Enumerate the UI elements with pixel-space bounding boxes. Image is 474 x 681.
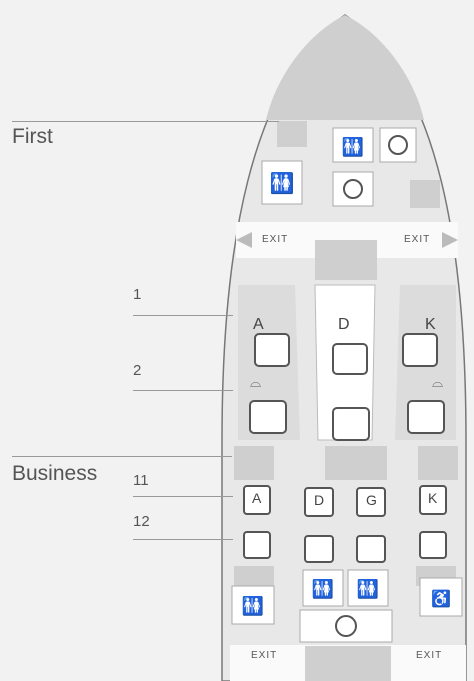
center-closet-upper	[315, 240, 377, 280]
lavatory-icon: 🚻	[270, 171, 295, 195]
seat-12g[interactable]	[356, 535, 386, 563]
lavatory-first-center	[332, 127, 374, 163]
seat-letter-business-g: G	[366, 492, 377, 508]
lavatory-rear-left	[231, 585, 275, 625]
nose-area	[266, 15, 424, 120]
first-cabin-rule	[12, 121, 279, 122]
seat-letter-business-d: D	[314, 492, 325, 508]
row-label-12: 12	[133, 513, 150, 530]
seat-letter-business-k: K	[428, 490, 438, 506]
seat-1a[interactable]	[254, 333, 290, 367]
seat-11k[interactable]	[419, 485, 447, 515]
business-right-bulkhead	[418, 446, 458, 480]
seat-1k[interactable]	[402, 333, 438, 367]
lavatory-rear-center-a	[302, 569, 344, 607]
row-11-rule	[133, 496, 233, 497]
seat-11a[interactable]	[243, 485, 271, 515]
business-cabin-rule	[12, 456, 232, 457]
lavatory-icon: 🚻	[357, 578, 379, 599]
row-2-rule	[133, 390, 233, 391]
business-center-bulkhead	[325, 446, 387, 480]
seat-letter-first-k: K	[425, 316, 436, 333]
seat-1d[interactable]	[332, 343, 368, 375]
galley-icon	[335, 615, 357, 637]
bassinet-icon: ⌓	[432, 374, 443, 390]
closet-rear-left	[234, 566, 274, 586]
center-closet-lower	[305, 646, 391, 681]
galley-first-bottom	[332, 171, 374, 207]
seat-12a[interactable]	[243, 531, 271, 559]
exit-arrow-right	[442, 232, 458, 248]
accessible-lavatory-icon: ♿	[431, 589, 451, 608]
cabin-label-business: Business	[12, 462, 98, 485]
lavatory-rear-center-b	[347, 569, 389, 607]
lavatory-icon: 🚻	[242, 595, 264, 616]
galley-first-right	[410, 180, 440, 208]
closet-left	[277, 121, 307, 147]
seat-letter-business-a: A	[252, 490, 262, 506]
seat-12k[interactable]	[419, 531, 447, 559]
cabin-label-first: First	[12, 125, 53, 148]
row-12-rule	[133, 539, 233, 540]
seat-11d[interactable]	[304, 487, 334, 517]
lavatory-icon: 🚻	[312, 578, 334, 599]
galley-icon	[343, 179, 363, 199]
seat-12d[interactable]	[304, 535, 334, 563]
accessible-lavatory-rear-right	[419, 577, 463, 617]
row-label-11: 11	[133, 472, 149, 489]
galley-rear	[299, 609, 393, 643]
galley-first-top	[379, 127, 417, 163]
exit-label-upper-left: EXIT	[262, 234, 289, 245]
seat-2d[interactable]	[332, 407, 370, 441]
row-1-rule	[133, 315, 233, 316]
exit-label-lower-right: EXIT	[416, 650, 443, 661]
seat-letter-first-a: A	[253, 316, 264, 333]
seat-2a[interactable]	[249, 400, 287, 434]
row-label-2: 2	[133, 362, 142, 379]
bassinet-icon: ⌓	[250, 374, 261, 390]
lavatory-icon: 🚻	[342, 136, 364, 157]
seat-11g[interactable]	[356, 487, 386, 517]
business-left-bulkhead	[234, 446, 274, 480]
galley-icon	[388, 135, 408, 155]
row-label-1: 1	[133, 286, 142, 303]
seat-2k[interactable]	[407, 400, 445, 434]
exit-arrow-left	[236, 232, 252, 248]
lavatory-first-left	[261, 160, 303, 205]
exit-label-upper-right: EXIT	[404, 234, 431, 245]
seat-letter-first-d: D	[338, 316, 350, 333]
exit-label-lower-left: EXIT	[251, 650, 278, 661]
